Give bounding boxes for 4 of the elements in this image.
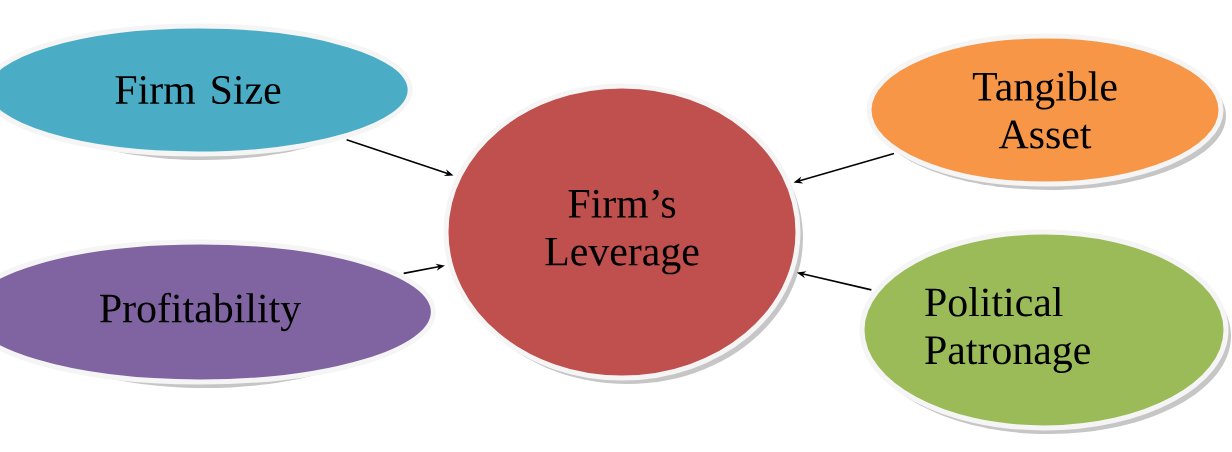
ellipse-node: Political Patronage: [859, 229, 1231, 434]
ellipse-node: Firm’s Leverage: [443, 83, 803, 384]
ellipse-node: Tangible Asset: [866, 33, 1226, 190]
ellipse-node: Profitability: [0, 239, 436, 388]
